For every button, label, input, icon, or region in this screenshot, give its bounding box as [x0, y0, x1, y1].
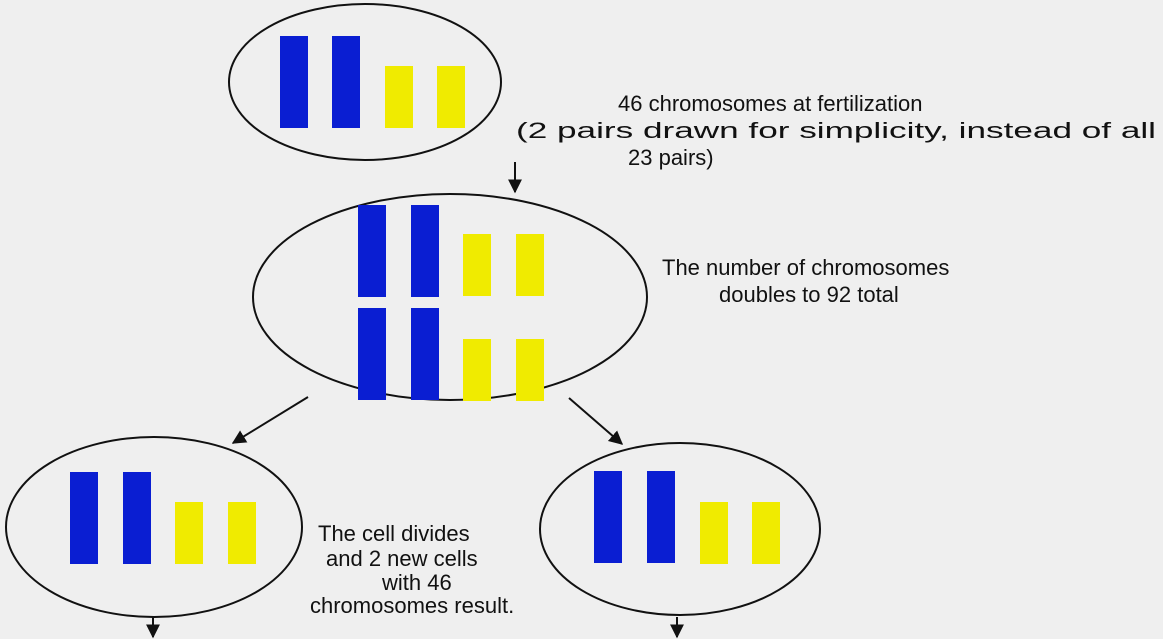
blue-chromosome: [411, 205, 439, 297]
fertilized-cell: [228, 3, 502, 161]
yellow-chromosome: [385, 66, 413, 128]
yellow-chromosome: [463, 234, 491, 296]
yellow-chromosome: [700, 502, 728, 564]
fertilization-label-line-2: (2 pairs drawn for simplicity, instead o…: [516, 118, 1156, 143]
doubled-cell-outline: [252, 193, 648, 401]
blue-chromosome: [594, 471, 622, 563]
blue-chromosome: [647, 471, 675, 563]
fertilization-label-line-3: 23 pairs): [628, 145, 714, 170]
left-daughter-cell: [5, 436, 303, 618]
yellow-chromosome: [437, 66, 465, 128]
yellow-chromosome: [175, 502, 203, 564]
division-label-line-2: and 2 new cells: [326, 546, 478, 571]
arrow-to-right-daughter: [568, 397, 624, 445]
doubling-label-line-2: doubles to 92 total: [719, 282, 899, 307]
blue-chromosome: [280, 36, 308, 128]
doubled-cell: [252, 193, 648, 401]
right-daughter-cell: [539, 442, 821, 616]
yellow-chromosome: [752, 502, 780, 564]
yellow-chromosome: [516, 339, 544, 401]
division-label-line-3: with 46: [381, 570, 452, 595]
blue-chromosome: [332, 36, 360, 128]
arrow-to-left-daughter: [231, 396, 309, 444]
blue-chromosome: [411, 308, 439, 400]
yellow-chromosome: [228, 502, 256, 564]
blue-chromosome: [358, 205, 386, 297]
blue-chromosome: [358, 308, 386, 400]
right-daughter-cell-outline: [539, 442, 821, 616]
fertilization-label-line-1: 46 chromosomes at fertilization: [618, 91, 922, 116]
blue-chromosome: [70, 472, 98, 564]
division-label-line-1: The cell divides: [318, 521, 470, 546]
doubling-label-line-1: The number of chromosomes: [662, 255, 949, 280]
fertilized-cell-outline: [228, 3, 502, 161]
division-label-line-4: chromosomes result.: [310, 593, 514, 618]
left-daughter-cell-outline: [5, 436, 303, 618]
yellow-chromosome: [516, 234, 544, 296]
blue-chromosome: [123, 472, 151, 564]
yellow-chromosome: [463, 339, 491, 401]
